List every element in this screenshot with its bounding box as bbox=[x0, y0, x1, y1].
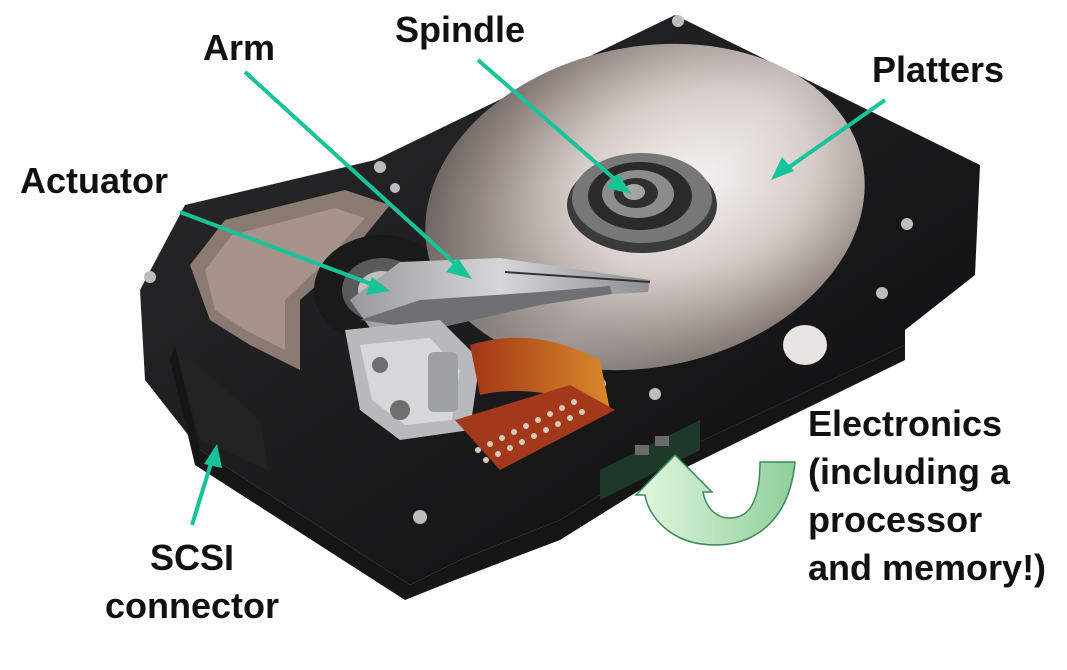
label-spindle: Spindle bbox=[395, 9, 526, 50]
pointer-arrows bbox=[179, 58, 887, 526]
scsi-arrow-head bbox=[204, 444, 222, 468]
actuator-arm bbox=[350, 258, 651, 335]
label-electronics-line-1: Electronics bbox=[808, 403, 1003, 444]
electronics-board bbox=[600, 420, 700, 500]
flex-cable bbox=[455, 337, 615, 470]
spindle-arrow-head bbox=[606, 174, 632, 194]
label-electronics-line-3: processor bbox=[808, 499, 983, 540]
curved-arrow-icon bbox=[634, 453, 796, 546]
label-arm: Arm bbox=[203, 27, 276, 68]
label-scsi-line-2: connector bbox=[104, 585, 280, 626]
arm-arrow bbox=[243, 70, 462, 270]
head-stack bbox=[345, 320, 480, 440]
label-actuator: Actuator bbox=[20, 160, 169, 201]
platters-arrow-head bbox=[771, 157, 794, 180]
label-scsi-connector: SCSI connector bbox=[92, 534, 292, 630]
actuator-arrow bbox=[179, 210, 375, 287]
platters-arrow bbox=[783, 98, 887, 172]
label-electronics-line-2: (including a bbox=[808, 451, 1010, 492]
label-scsi-line-1: SCSI bbox=[149, 537, 235, 578]
spindle-arrow bbox=[476, 58, 620, 184]
actuator-arrow-head bbox=[366, 277, 390, 295]
spindle-hub bbox=[567, 153, 717, 253]
label-platters: Platters bbox=[872, 49, 1005, 90]
label-electronics: Electronics (including a processor and m… bbox=[808, 400, 1046, 592]
arm-arrow-head bbox=[446, 258, 472, 279]
scsi-arrow bbox=[190, 459, 214, 526]
label-electronics-line-4: and memory!) bbox=[808, 547, 1047, 588]
